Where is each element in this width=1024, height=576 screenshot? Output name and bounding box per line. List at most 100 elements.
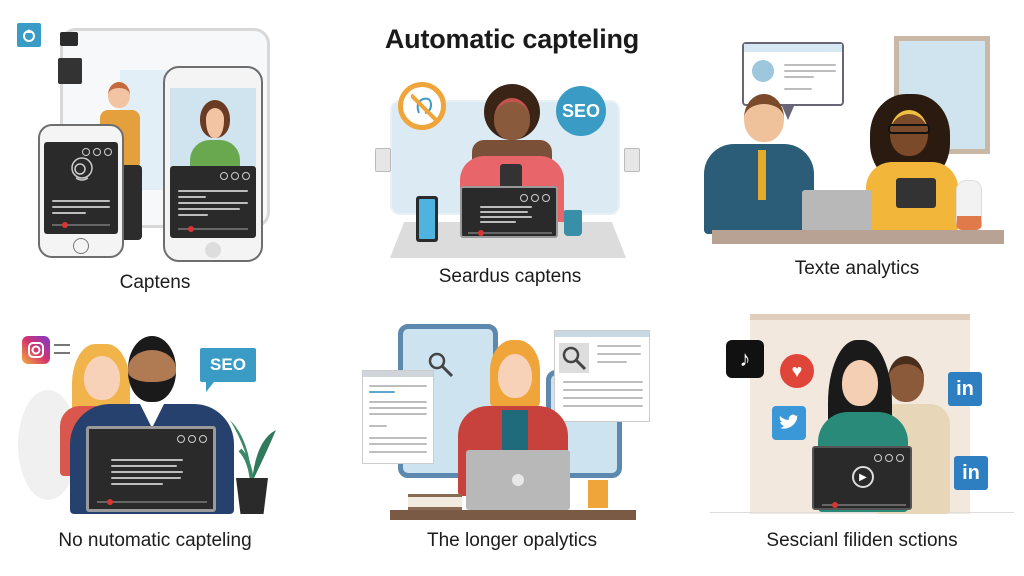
speaker-box bbox=[60, 32, 78, 46]
desk bbox=[390, 510, 636, 520]
instagram-icon bbox=[22, 336, 50, 364]
panel-caption: Sescianl filiden sctions bbox=[766, 530, 958, 551]
app-logo-icon bbox=[17, 23, 41, 47]
woman-video-head bbox=[200, 100, 230, 138]
menu-dots-icon bbox=[520, 194, 550, 202]
caption-line bbox=[480, 221, 516, 223]
woman-head bbox=[84, 356, 120, 400]
window-titlebar bbox=[363, 371, 433, 377]
caption-line bbox=[178, 214, 208, 216]
text-line bbox=[369, 407, 427, 409]
twitter-icon bbox=[772, 406, 806, 440]
cup-icon bbox=[564, 210, 582, 236]
caption-line bbox=[178, 196, 206, 198]
text-line bbox=[369, 451, 427, 453]
search-icon bbox=[428, 352, 454, 378]
caption-line bbox=[178, 202, 248, 204]
text-line bbox=[369, 425, 387, 427]
document-left bbox=[362, 370, 434, 464]
no-hearing-icon bbox=[398, 82, 446, 130]
text-line bbox=[597, 345, 641, 347]
text-line bbox=[369, 385, 427, 387]
caption-line bbox=[111, 471, 183, 473]
profile-icon bbox=[752, 60, 774, 82]
video-progress-bar[interactable] bbox=[468, 230, 552, 236]
laptop-icon bbox=[466, 450, 570, 510]
laptop-icon bbox=[802, 190, 872, 232]
video-tablet: ▶ bbox=[812, 446, 912, 510]
hearing-app-icon bbox=[419, 199, 435, 239]
woman-head bbox=[498, 354, 532, 398]
books-icon bbox=[408, 494, 462, 510]
caption-line bbox=[111, 483, 163, 485]
panel-sescianl-filiden-sctions: ♪ ♥ in in ▶ Sescianl filiden sctions bbox=[700, 300, 1024, 576]
home-button[interactable] bbox=[205, 242, 221, 258]
text-line bbox=[784, 76, 814, 78]
text-lines-icon bbox=[54, 344, 70, 354]
panel-the-longer-opalytics: The longer opalytics bbox=[350, 310, 670, 576]
caption-line bbox=[480, 216, 532, 218]
text-line bbox=[563, 397, 643, 399]
phone-left-screen bbox=[44, 142, 118, 234]
woman-top bbox=[502, 410, 528, 450]
video-progress-bar[interactable] bbox=[822, 502, 906, 508]
caption-line bbox=[178, 190, 248, 192]
home-button[interactable] bbox=[73, 238, 89, 254]
menu-dots-icon bbox=[177, 435, 207, 443]
text-line bbox=[369, 443, 427, 445]
panel-caption: Captens bbox=[119, 272, 191, 293]
tiktok-icon: ♪ bbox=[726, 340, 764, 378]
window-titlebar bbox=[744, 44, 842, 52]
laptop-logo bbox=[512, 474, 524, 486]
phone-right-screen bbox=[170, 166, 256, 238]
linkedin-icon: in bbox=[948, 372, 982, 406]
video-progress-bar[interactable] bbox=[97, 499, 207, 505]
menu-dots-icon bbox=[82, 148, 112, 156]
caption-line bbox=[480, 206, 532, 208]
search-icon bbox=[562, 346, 587, 371]
desk bbox=[712, 230, 1004, 244]
page-title: Automatic capteling bbox=[384, 24, 640, 54]
panel-seardus-captens: SEO Seardus captens bbox=[360, 70, 660, 300]
wall-switch-left bbox=[375, 148, 391, 172]
man-head bbox=[888, 356, 924, 402]
info-panel bbox=[58, 58, 82, 84]
text-line bbox=[563, 381, 643, 383]
woman-head bbox=[494, 98, 530, 140]
phone-left bbox=[38, 124, 124, 258]
floor-line bbox=[710, 512, 1014, 513]
text-line bbox=[597, 353, 641, 355]
laptop-screen bbox=[86, 426, 216, 512]
video-progress-bar[interactable] bbox=[52, 222, 110, 228]
text-line bbox=[563, 405, 643, 407]
speech-bubble-tail bbox=[782, 106, 794, 120]
woman-video-shoulders bbox=[190, 140, 240, 166]
glasses-icon bbox=[888, 124, 930, 134]
seo-bubble-icon: SEO bbox=[200, 348, 256, 382]
play-icon[interactable]: ▶ bbox=[852, 466, 874, 488]
text-line bbox=[563, 389, 643, 391]
video-call-view bbox=[170, 88, 256, 166]
man-tie bbox=[758, 150, 766, 200]
search-thumbnail bbox=[559, 343, 589, 373]
man-head bbox=[128, 336, 176, 402]
smartphone-held bbox=[500, 164, 522, 190]
plant-jar-icon bbox=[956, 180, 982, 230]
seo-bubble-tail bbox=[206, 382, 214, 392]
caption-line bbox=[52, 206, 110, 208]
caption-line bbox=[52, 200, 110, 202]
text-line bbox=[784, 64, 836, 66]
panel-no-nutomatic-capteling: SEO No nutomatic capteling bbox=[0, 310, 320, 576]
plant-icon bbox=[230, 420, 276, 482]
panel-caption: No nutomatic capteling bbox=[58, 530, 252, 551]
text-line bbox=[597, 361, 627, 363]
seo-badge-icon: SEO bbox=[556, 86, 606, 136]
video-progress-bar[interactable] bbox=[178, 226, 248, 232]
panel-texte-analytics: Texte analytics bbox=[690, 20, 1024, 290]
caption-line bbox=[178, 208, 240, 210]
text-line bbox=[369, 437, 427, 439]
menu-dots-icon bbox=[220, 172, 250, 180]
desk-phone bbox=[416, 196, 438, 242]
panel-caption: Seardus captens bbox=[438, 266, 582, 287]
panel-caption: The longer opalytics bbox=[426, 530, 598, 551]
